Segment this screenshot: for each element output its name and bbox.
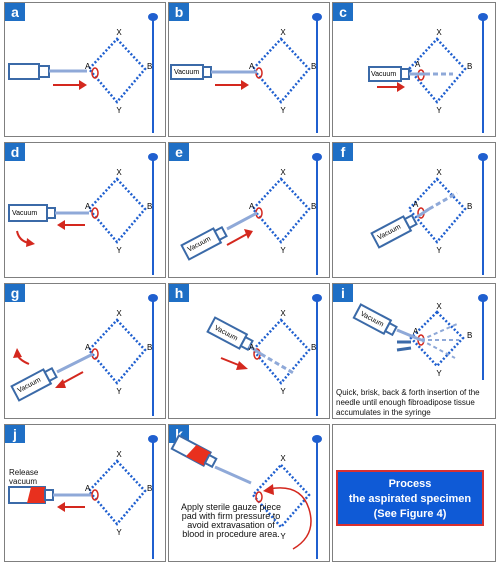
svg-text:X: X [436,28,442,37]
caption-j: Release vacuum [9,468,39,486]
svg-text:Y: Y [280,246,286,255]
svg-text:Y: Y [436,369,442,378]
panel-i-drawing: X Y A B [352,294,488,380]
panel-a: a X Y A B [4,2,166,137]
panel-label-h: h [169,284,189,302]
svg-text:A: A [249,343,255,352]
panel-j-drawing: X Y A B [8,435,158,559]
svg-text:B: B [467,62,472,71]
svg-text:B: B [467,331,472,340]
svg-text:B: B [147,202,152,211]
syringe-label-b: Vacuum [174,69,200,76]
panel-g: g X Y A B Vacuum [4,283,166,419]
panel-c: c X Y A B Vacuum [332,2,496,137]
caption-i: Quick, brisk, back & forth insertion of … [336,388,480,417]
panel-k: k X Y Apply sterile gauze piece pad with… [168,424,330,562]
svg-text:B: B [311,62,316,71]
svg-text:A: A [85,343,91,352]
process-line-3: (See Figure 4) [373,508,447,520]
panel-label-b: b [169,3,189,21]
panel-j: j X Y A B Release vacuum [4,424,166,562]
svg-text:X: X [116,309,122,318]
svg-text:X: X [280,28,286,37]
process-specimen-box: Process the aspirated specimen (See Figu… [336,470,484,526]
svg-text:X: X [116,450,122,459]
caption-k: Apply sterile gauze piece pad with firm … [180,502,282,539]
panel-g-drawing: X Y A B [10,294,158,416]
process-line-2: the aspirated specimen [348,493,472,505]
svg-text:A: A [415,60,421,69]
panel-label-a: a [5,3,25,21]
process-line-1: Process [388,478,432,490]
svg-text:Y: Y [280,106,286,115]
svg-text:X: X [116,28,122,37]
svg-text:B: B [147,484,152,493]
panel-e: e X Y A B Vacuum [168,142,330,278]
svg-text:A: A [249,62,255,71]
panel-c-drawing: X Y A B [368,13,488,133]
svg-text:B: B [147,62,152,71]
svg-text:B: B [311,202,316,211]
panel-a-drawing: X Y A B [8,13,158,133]
panel-i: i X Y A B Vacuum Quick, brisk, back & fo… [332,283,496,419]
syringe-label-c: Vacuum [371,71,397,78]
svg-text:Y: Y [280,532,286,541]
svg-text:X: X [116,168,122,177]
svg-text:Y: Y [280,387,286,396]
svg-text:A: A [85,62,91,71]
svg-text:X: X [280,309,286,318]
svg-text:B: B [311,343,316,352]
panel-label-e: e [169,143,189,161]
svg-text:Y: Y [436,246,442,255]
panel-k-drawing: X Y [170,434,322,559]
svg-text:A: A [249,202,255,211]
syringe-label-d: Vacuum [12,210,38,217]
svg-text:X: X [280,454,286,463]
panel-label-f: f [333,143,353,161]
svg-text:A: A [413,327,419,336]
panel-b: b X Y A B Vacuum [168,2,330,137]
svg-text:X: X [436,302,442,311]
svg-text:Y: Y [116,246,122,255]
svg-text:Y: Y [116,528,122,537]
panel-d-drawing: X Y A B [8,153,158,275]
panel-label-g: g [5,284,25,302]
svg-text:A: A [85,202,91,211]
panel-f: f X Y A B Vacuum [332,142,496,278]
panel-e-drawing: X Y A B [180,153,322,275]
panel-f-drawing: X Y A B [370,153,488,275]
panel-h-drawing: X Y A B [206,294,322,416]
svg-text:Y: Y [116,106,122,115]
panel-label-d: d [5,143,25,161]
svg-text:Y: Y [436,106,442,115]
svg-text:X: X [280,168,286,177]
panel-h: h X Y A B Vacuum [168,283,330,419]
svg-text:A: A [413,200,419,209]
panel-b-drawing: X Y A B [170,13,322,133]
panel-label-j: j [5,425,25,443]
svg-text:B: B [467,202,472,211]
svg-text:X: X [436,168,442,177]
svg-text:B: B [147,343,152,352]
svg-text:A: A [85,484,91,493]
panel-label-c: c [333,3,353,21]
svg-text:Y: Y [116,387,122,396]
panel-d: d X Y A B Vacuum [4,142,166,278]
panel-label-i: i [333,284,353,302]
